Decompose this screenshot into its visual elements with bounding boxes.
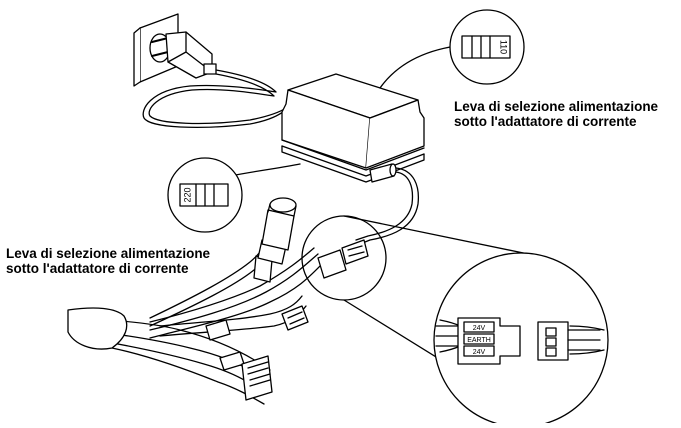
power-adapter-box — [281, 73, 425, 183]
switch-110-callout: 110 — [379, 9, 525, 89]
connector-pin3-label: 24V — [473, 349, 486, 356]
video-connector — [253, 197, 297, 283]
label-top-line2: sotto l'adattatore di corrente — [454, 114, 637, 129]
switch-110-label: 110 — [499, 40, 509, 54]
small-connectors — [205, 305, 309, 401]
zoom-callout: 24V EARTH 24V — [301, 215, 609, 428]
label-left-line2: sotto l'adattatore di corrente — [6, 261, 189, 276]
switch-220-label: 220 — [182, 187, 192, 202]
connector-pin1-label: 24V — [473, 325, 486, 332]
power-switch-label-left: Leva di selezione alimentazione sotto l'… — [6, 246, 210, 276]
label-top-line1: Leva di selezione alimentazione — [454, 99, 659, 114]
power-connector-small — [317, 239, 369, 279]
dc-cable — [355, 167, 420, 245]
dc-jack — [369, 163, 397, 183]
switch-220-callout: 220 — [167, 157, 301, 233]
mains-cable — [142, 69, 287, 129]
power-plug — [151, 31, 217, 79]
label-left-line1: Leva di selezione alimentazione — [6, 246, 211, 261]
power-switch-label-top: Leva di selezione alimentazione sotto l'… — [454, 99, 658, 129]
connector-pin2-label: EARTH — [467, 337, 491, 344]
